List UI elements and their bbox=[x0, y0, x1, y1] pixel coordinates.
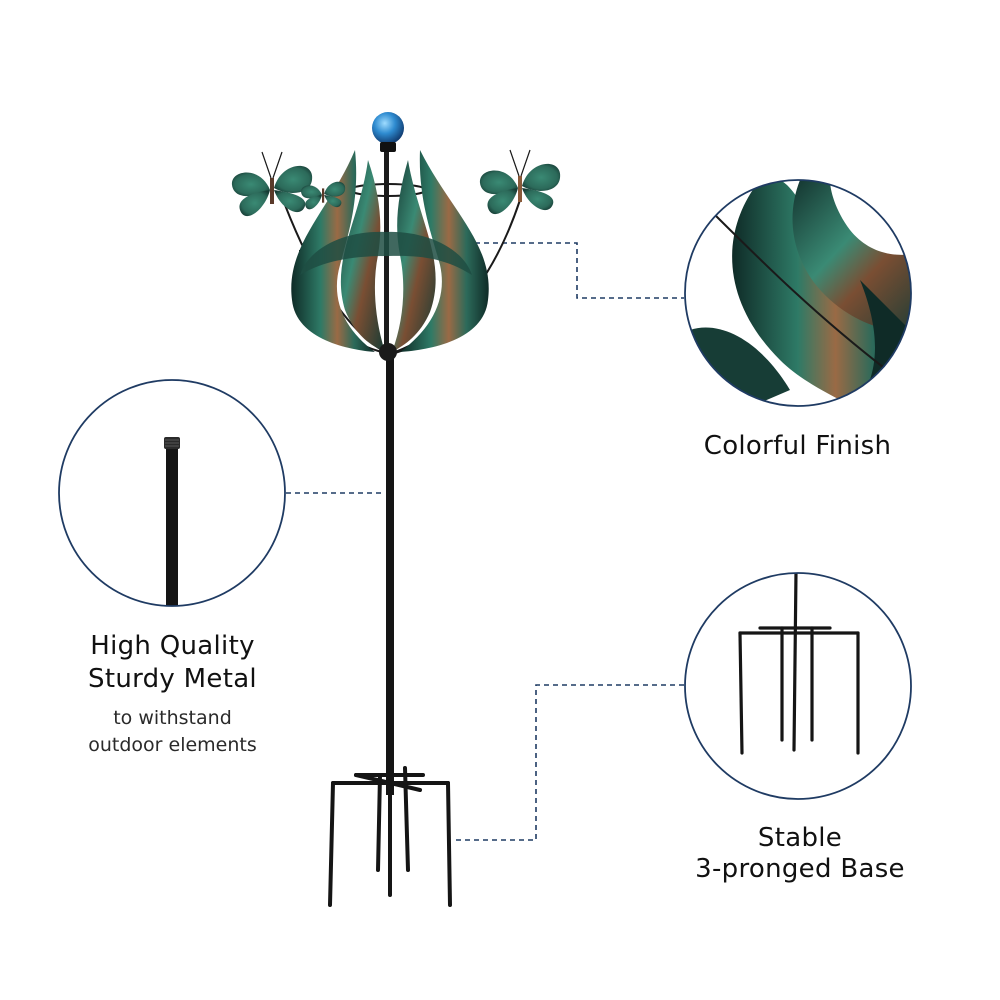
sturdy-metal-sub-line1: to withstand bbox=[113, 707, 232, 729]
colorful-finish-label: Colorful Finish bbox=[660, 428, 935, 464]
metal-rod-closeup-icon bbox=[58, 379, 286, 607]
sturdy-metal-sub-line2: outdoor elements bbox=[88, 734, 257, 756]
spinner-hub bbox=[379, 343, 397, 361]
metal-ribbon-closeup-icon bbox=[684, 179, 912, 407]
pole bbox=[386, 355, 394, 795]
butterfly-left-icon bbox=[231, 151, 313, 217]
sturdy-metal-subtitle: to withstand outdoor elements bbox=[45, 705, 300, 759]
sturdy-metal-label: High Quality Sturdy Metal bbox=[45, 630, 300, 696]
spinner-ribbons bbox=[291, 150, 489, 352]
stable-base-title-line2: 3-pronged Base bbox=[695, 854, 905, 884]
stable-base-title-line1: Stable bbox=[757, 823, 843, 853]
stable-base-label: Stable 3-pronged Base bbox=[655, 823, 945, 885]
colorful-finish-title: Colorful Finish bbox=[703, 431, 892, 461]
three-prong-stake-closeup-icon bbox=[684, 572, 912, 800]
glass-globe bbox=[372, 112, 404, 144]
connector-base bbox=[456, 684, 684, 841]
connector-finish bbox=[475, 242, 684, 299]
sturdy-metal-title-line1: High Quality bbox=[90, 631, 255, 661]
wind-spinner-stake-icon bbox=[231, 112, 561, 907]
butterfly-right-icon bbox=[479, 149, 561, 215]
base-prongs bbox=[328, 766, 452, 907]
butterfly-small-icon bbox=[301, 181, 346, 210]
connector-lines bbox=[286, 242, 684, 841]
sturdy-metal-title-line2: Sturdy Metal bbox=[88, 664, 257, 694]
